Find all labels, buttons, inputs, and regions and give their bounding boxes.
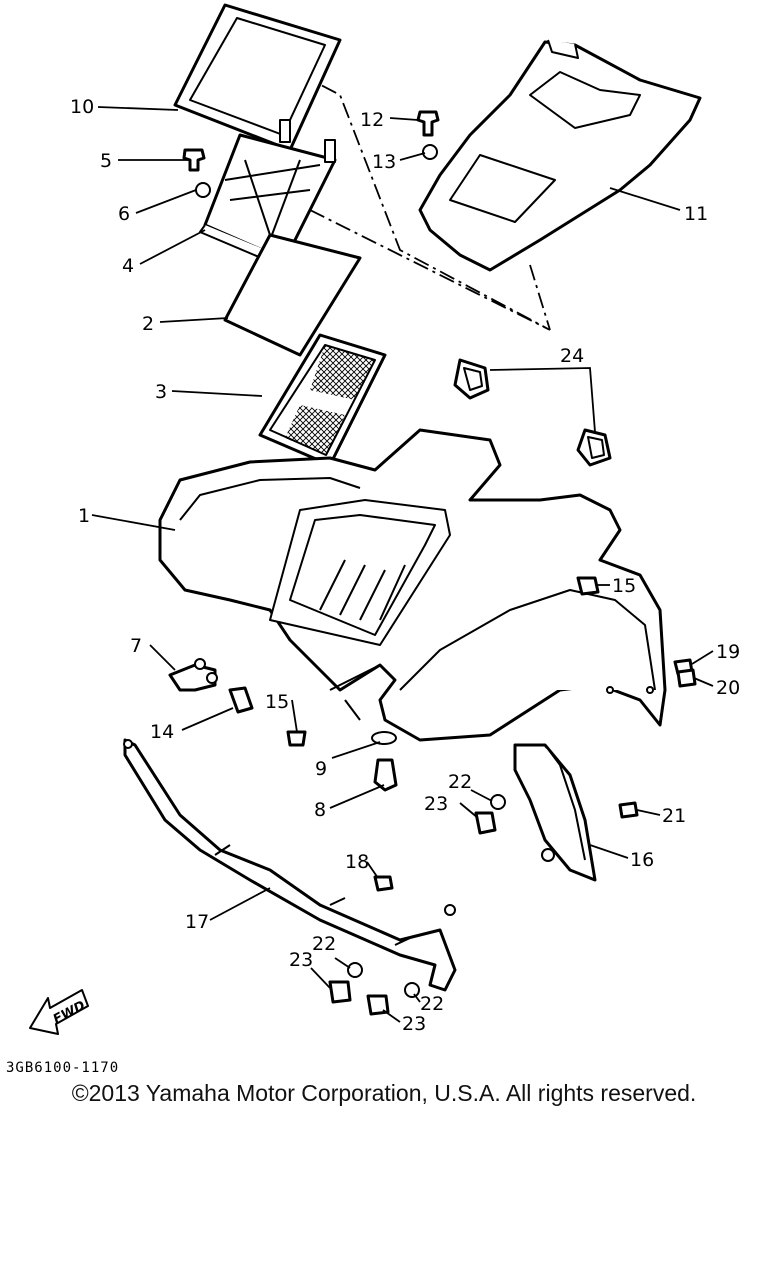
part-fasteners-top [182,110,440,198]
fwd-direction-arrow: FWD [29,989,89,1035]
callout-7: 7 [130,635,142,657]
part-grommets [453,358,612,467]
callout-15a: 15 [265,691,289,713]
callout-9: 9 [315,758,327,780]
part-drain-plug [371,731,398,792]
callout-24: 24 [560,345,584,367]
callout-23b: 23 [289,949,313,971]
callout-22a: 22 [448,771,472,793]
part-washers-nuts [328,794,506,1016]
leader-lines [91,106,714,1023]
alignment-line-right [529,264,551,331]
part-frame-seal [173,3,342,152]
part-clip [228,686,254,714]
callout-3: 3 [155,381,167,403]
callout-16: 16 [630,849,654,871]
part-element-plate [223,233,362,357]
callout-13: 13 [372,151,396,173]
callout-1: 1 [78,505,90,527]
part-bolts-right [618,658,697,819]
callout-8: 8 [314,799,326,821]
part-bolt-18 [373,875,394,892]
callout-18: 18 [345,851,369,873]
callout-10: 10 [70,96,94,118]
callout-23a: 23 [424,793,448,815]
part-mud-guard [513,743,597,882]
callout-20: 20 [716,677,740,699]
part-bolts-15 [286,576,600,747]
callout-15b: 15 [612,575,636,597]
callout-5: 5 [100,150,112,172]
exploded-parts-diagram: 10 5 6 4 2 3 1 12 13 11 24 7 14 15 9 8 1… [29,3,740,1035]
callout-23c: 23 [402,1013,426,1035]
callout-22c: 22 [420,993,444,1015]
part-rear-fender [158,428,667,742]
callout-6: 6 [118,203,130,225]
part-guard-bar [123,738,457,992]
callout-17: 17 [185,911,209,933]
part-seat-cover [418,39,702,272]
part-hose [168,658,218,692]
part-mesh-element [258,333,387,467]
callout-19: 19 [716,641,740,663]
callout-2: 2 [142,313,154,335]
callout-numbers: 10 5 6 4 2 3 1 12 13 11 24 7 14 15 9 8 1… [70,96,740,1035]
callout-14: 14 [150,721,174,743]
callout-22b: 22 [312,933,336,955]
callout-11: 11 [684,203,708,225]
drawing-code: 3GB6100-1170 [6,1060,120,1076]
callout-12: 12 [360,109,384,131]
copyright-notice: ©2013 Yamaha Motor Corporation, U.S.A. A… [71,1080,697,1106]
callout-4: 4 [122,255,134,277]
callout-21: 21 [662,805,686,827]
